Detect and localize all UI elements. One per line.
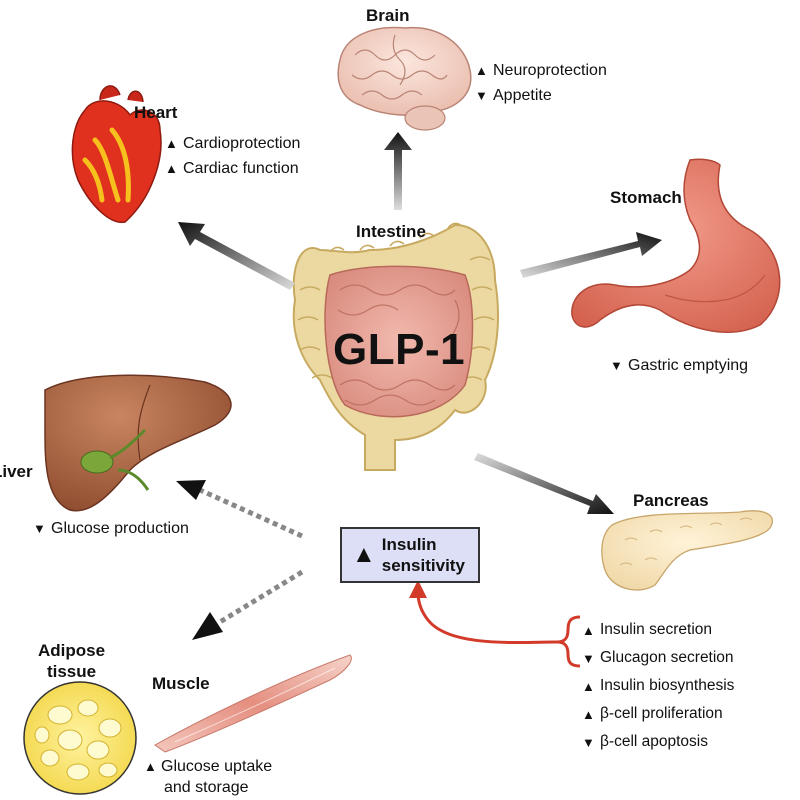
stomach-effects: ▼ Gastric emptying xyxy=(610,353,748,378)
heart-title: Heart xyxy=(134,103,178,122)
liver-effects: ▼ Glucose production xyxy=(33,516,189,541)
muscle-effect-text: Glucose uptake xyxy=(161,758,273,775)
pancreas-effect-text: Insulin biosynthesis xyxy=(600,677,735,694)
liver-effect-text: Glucose production xyxy=(51,519,189,537)
liver-effect-1: ▼ Glucose production xyxy=(33,516,189,541)
adipose-illustration xyxy=(23,681,137,795)
muscle-effect-1: ▲ Glucose uptake xyxy=(144,756,272,777)
insulin-sensitivity-line1: Insulin xyxy=(381,535,437,554)
brain-effects: ▲ Neuroprotection ▼ Appetite xyxy=(475,58,607,108)
up-arrow-icon: ▲ xyxy=(582,622,595,638)
down-arrow-icon: ▼ xyxy=(610,358,623,373)
heart-arrow xyxy=(178,222,295,290)
intestine-title: Intestine xyxy=(356,222,426,241)
pancreas-effect-1: ▲ Insulin secretion xyxy=(582,616,734,644)
down-arrow-icon: ▼ xyxy=(582,650,595,666)
brain-effect-1: ▲ Neuroprotection xyxy=(475,58,607,83)
liver-illustration xyxy=(44,374,232,512)
down-arrow-icon: ▼ xyxy=(475,88,488,103)
brain-effect-text: Appetite xyxy=(493,86,552,104)
muscle-dashed-arrow xyxy=(192,569,304,640)
muscle-title: Muscle xyxy=(152,674,210,693)
brain-title: Brain xyxy=(366,6,410,25)
muscle-illustration xyxy=(154,654,352,753)
pancreas-arrow xyxy=(474,453,614,514)
up-arrow-icon: ▲ xyxy=(165,136,178,151)
brain-effect-2: ▼ Appetite xyxy=(475,83,607,108)
heart-effect-text: Cardioprotection xyxy=(183,134,301,152)
muscle-effects: ▲ Glucose uptake and storage xyxy=(144,756,272,798)
pancreas-effect-text: β-cell apoptosis xyxy=(600,733,708,750)
up-arrow-icon: ▲ xyxy=(582,706,595,722)
pancreas-effects: ▲ Insulin secretion ▼ Glucagon secretion… xyxy=(582,616,734,756)
heart-effect-text: Cardiac function xyxy=(183,159,299,177)
heart-effect-2: ▲ Cardiac function xyxy=(165,156,300,181)
pancreas-effect-3: ▲ Insulin biosynthesis xyxy=(582,672,734,700)
down-arrow-icon: ▼ xyxy=(582,734,595,750)
stomach-effect-1: ▼ Gastric emptying xyxy=(610,353,748,378)
brain-arrow xyxy=(384,132,412,210)
stomach-arrow xyxy=(520,232,662,278)
stomach-title: Stomach xyxy=(610,188,682,207)
pancreas-feedback-arrow xyxy=(409,580,581,668)
heart-effects: ▲ Cardioprotection ▲ Cardiac function xyxy=(165,131,300,181)
pancreas-title: Pancreas xyxy=(633,491,709,510)
stomach-effect-text: Gastric emptying xyxy=(628,356,749,374)
muscle-effect-continuation: and storage xyxy=(164,779,249,796)
insulin-sensitivity-line2: sensitivity xyxy=(381,556,465,575)
heart-illustration xyxy=(71,85,162,223)
up-arrow-icon: ▲ xyxy=(475,63,488,78)
pancreas-effect-text: Glucagon secretion xyxy=(600,649,734,666)
insulin-sensitivity-box: ▲ Insulin sensitivity xyxy=(340,527,480,583)
heart-effect-1: ▲ Cardioprotection xyxy=(165,131,300,156)
pancreas-effect-4: ▲ β-cell proliferation xyxy=(582,700,734,728)
brain-effect-text: Neuroprotection xyxy=(493,61,607,79)
up-arrow-icon: ▲ xyxy=(582,678,595,694)
pancreas-illustration xyxy=(601,510,773,591)
stomach-illustration xyxy=(571,158,781,333)
up-arrow-icon: ▲ xyxy=(352,541,376,568)
adipose-title: Adipose tissue xyxy=(38,640,105,682)
liver-dashed-arrow xyxy=(176,480,304,539)
intestine-illustration xyxy=(292,222,499,471)
pancreas-effect-5: ▼ β-cell apoptosis xyxy=(582,728,734,756)
adipose-title-line1: Adipose xyxy=(38,641,106,660)
brain-illustration xyxy=(337,26,472,131)
adipose-title-line2: tissue xyxy=(46,662,97,681)
pancreas-effect-text: β-cell proliferation xyxy=(600,705,723,722)
pancreas-effect-text: Insulin secretion xyxy=(600,621,713,638)
up-arrow-icon: ▲ xyxy=(144,759,157,774)
insulin-sensitivity-label: Insulin sensitivity xyxy=(382,534,465,576)
glp1-label: GLP-1 xyxy=(333,325,466,374)
down-arrow-icon: ▼ xyxy=(33,521,46,536)
pancreas-effect-2: ▼ Glucagon secretion xyxy=(582,644,734,672)
liver-title: Liver xyxy=(0,462,33,481)
up-arrow-icon: ▲ xyxy=(165,161,178,176)
